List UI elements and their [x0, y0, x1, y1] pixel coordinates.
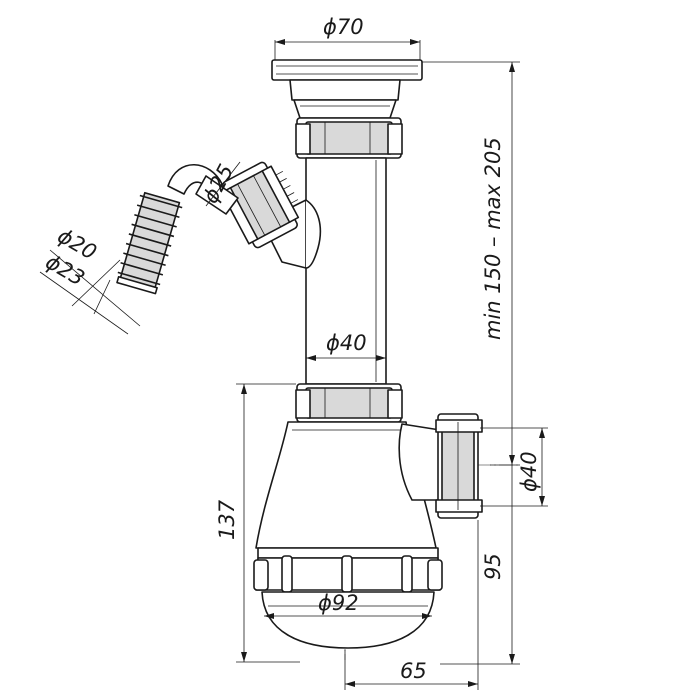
dim-pipe-diameter: ϕ40 [306, 331, 386, 361]
upper-nut [295, 117, 403, 159]
dim-total-height: 137 [215, 383, 300, 663]
outlet-height-label: 95 [481, 553, 505, 580]
hose-elbow [167, 163, 239, 215]
dim-adjustable-height: min 150 – max 205 [422, 61, 520, 466]
bottom-cap [253, 555, 443, 649]
bowl-diameter-label: ϕ92 [318, 591, 359, 615]
outlet-diameter-label: ϕ40 [517, 451, 541, 492]
outlet-offset-label: 65 [400, 659, 427, 683]
total-height-label: 137 [215, 499, 239, 540]
dim-bowl-diameter: ϕ92 [264, 591, 432, 619]
dim-inlet-diameter: ϕ70 [274, 15, 421, 60]
dim-outlet-height: 95 [440, 465, 520, 665]
dim-outlet-diameter: ϕ40 [480, 427, 548, 507]
adjustable-height-label: min 150 – max 205 [481, 137, 505, 340]
trap-outlet [398, 413, 483, 519]
top-inlet-strainer [271, 59, 423, 119]
dim-outlet-offset: 65 [344, 520, 479, 690]
lower-nut [295, 383, 403, 423]
inlet-diameter-label: ϕ70 [323, 15, 364, 39]
corrugated-hose [116, 191, 183, 295]
trap-bowl [255, 421, 439, 559]
pipe-diameter-label: ϕ40 [326, 331, 367, 355]
